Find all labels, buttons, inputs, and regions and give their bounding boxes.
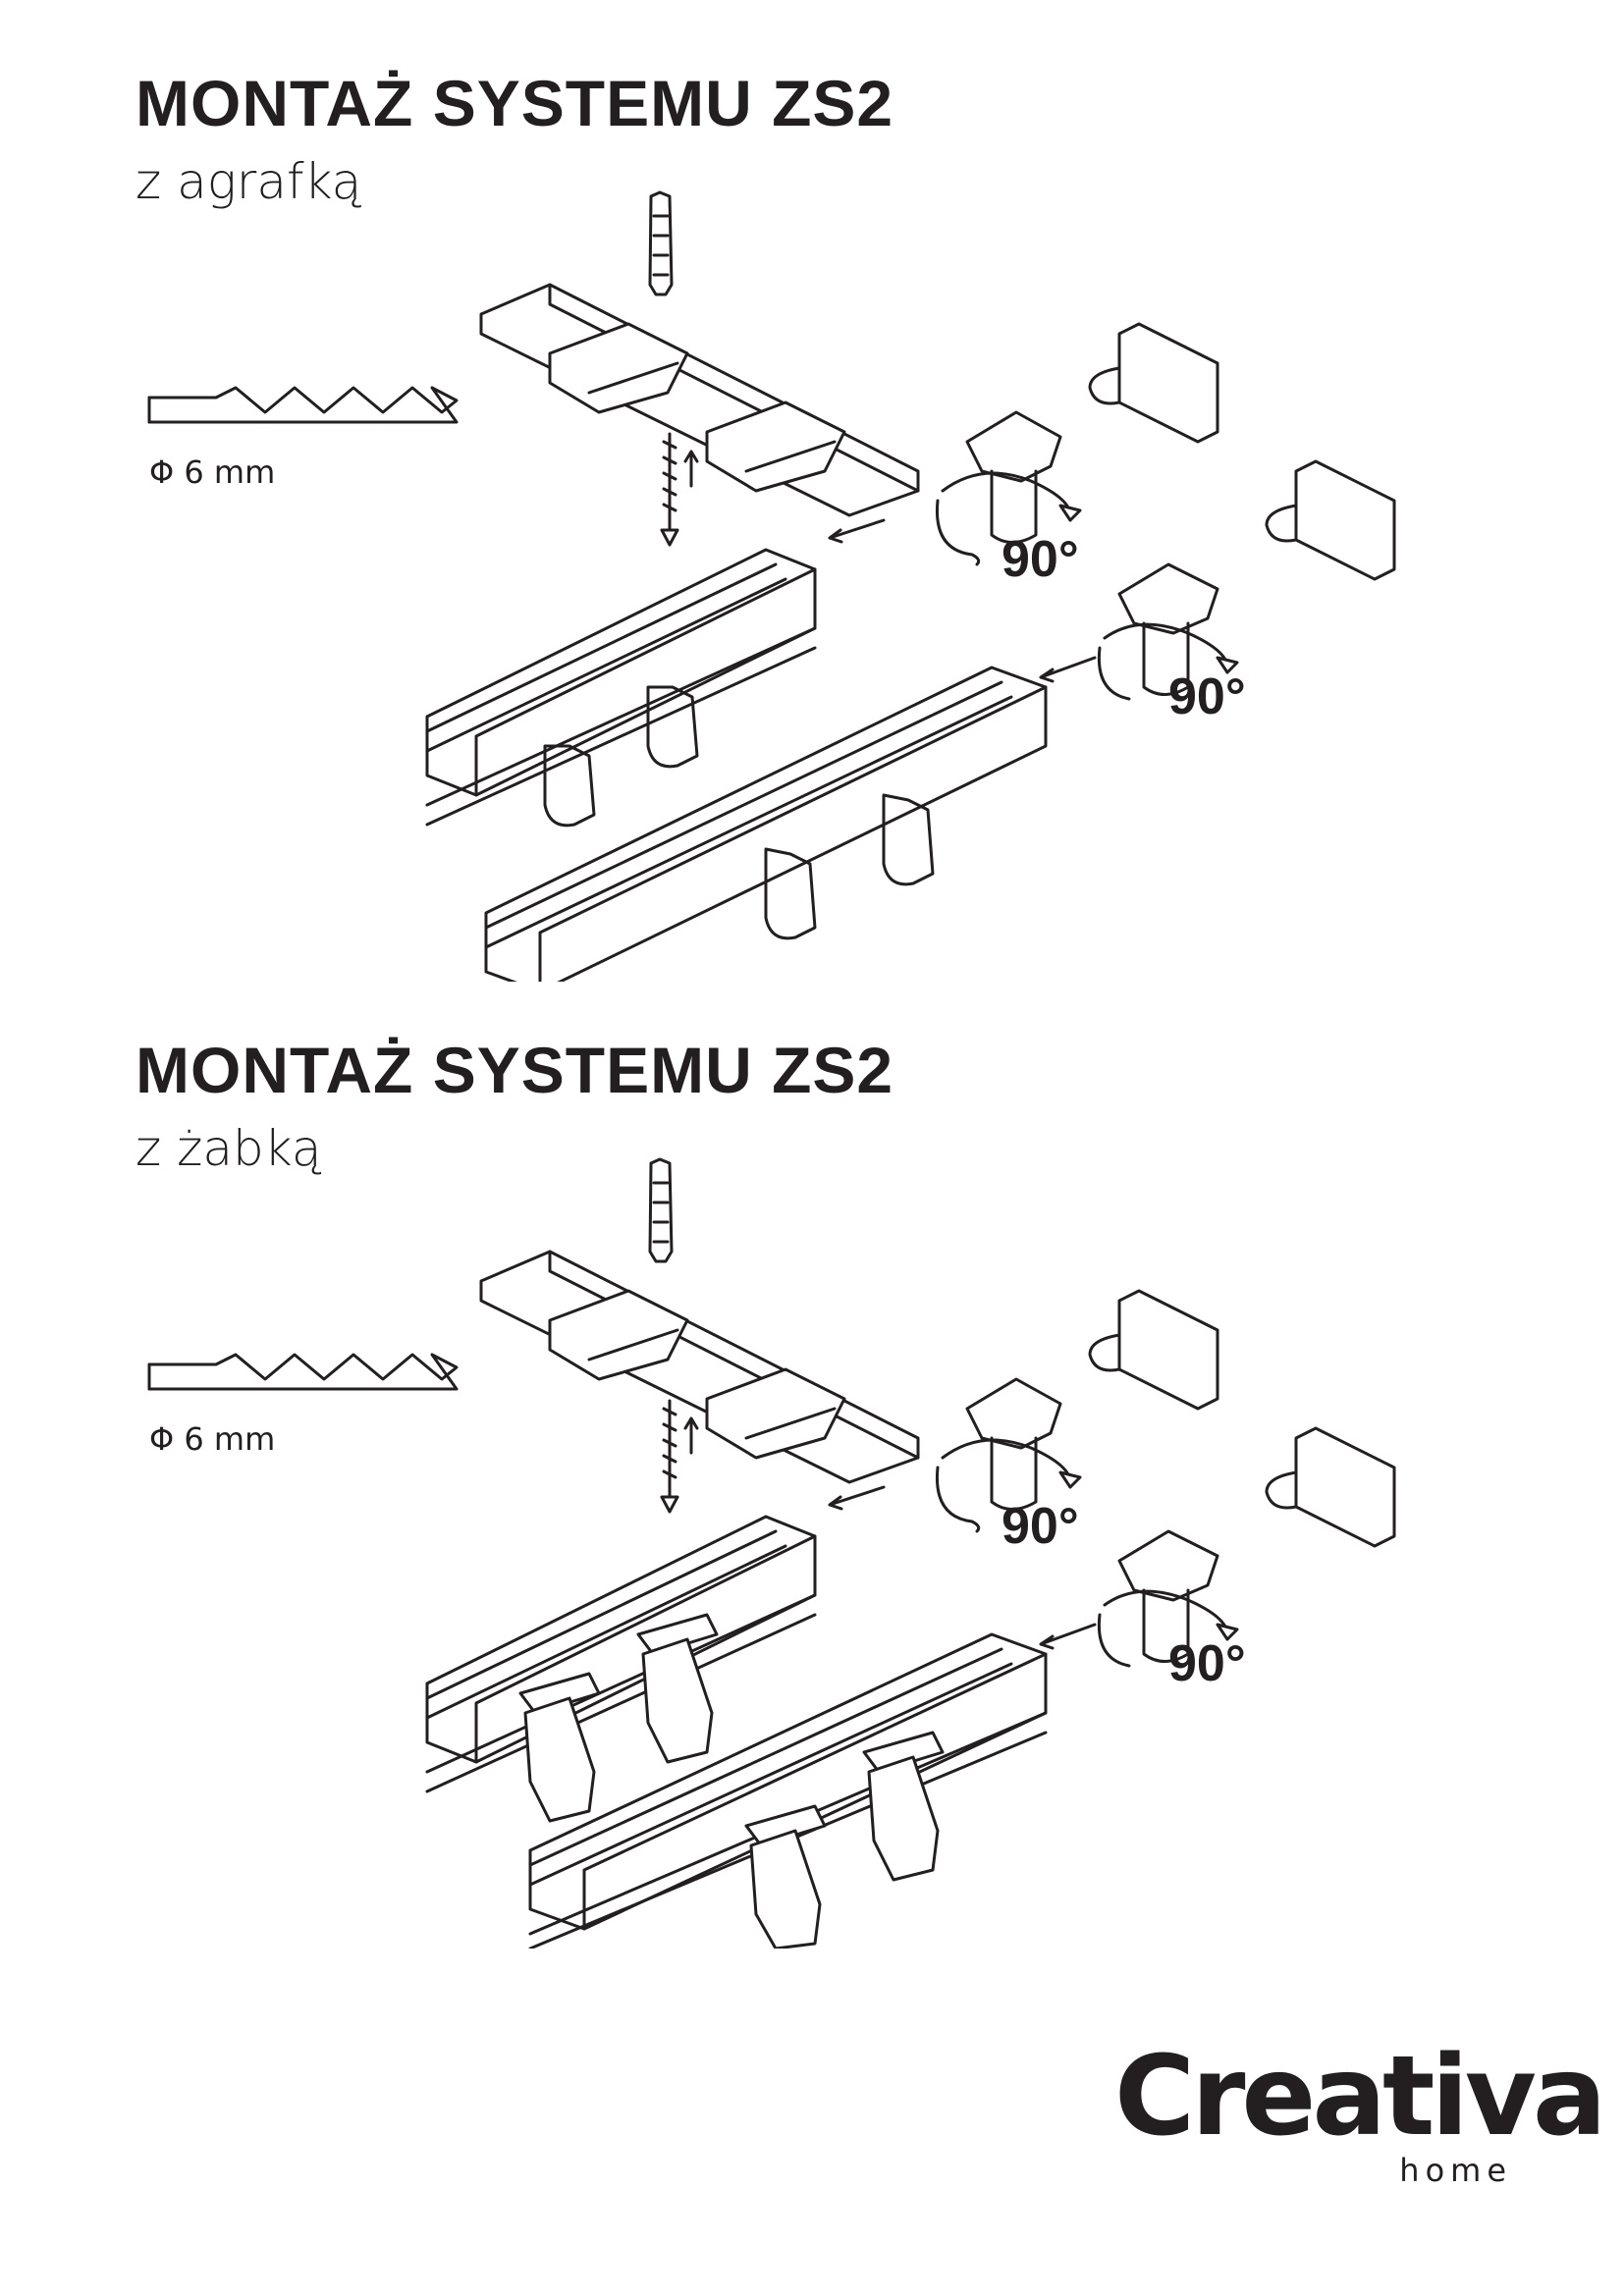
agrafka-hook-icon: [543, 685, 935, 940]
direction-arrow-icon: [1039, 656, 1097, 683]
direction-arrow-icon: [1039, 1623, 1097, 1650]
end-cap-icon: [1088, 322, 1219, 444]
carrier-icon: [935, 1377, 1082, 1533]
end-cap-icon: [1265, 459, 1396, 581]
section-agrafka: MONTAŻ SYSTEMU ZS2 z agrafką: [0, 0, 1624, 982]
rotation-angle-label: 90°: [1001, 531, 1079, 588]
wall-plug-icon: [648, 190, 674, 296]
rail-icon: [484, 666, 1048, 982]
rotation-angle-label: 90°: [1168, 1635, 1246, 1692]
screw-icon: [660, 1399, 699, 1514]
screw-icon: [660, 432, 699, 547]
carrier-icon: [1097, 562, 1239, 701]
drill-diameter-label: Φ 6 mm: [149, 454, 276, 491]
carrier-icon: [935, 410, 1082, 566]
brand-subtitle: home: [1399, 2152, 1512, 2189]
end-cap-icon: [1265, 1426, 1396, 1548]
drill-bit-icon: [147, 1353, 459, 1391]
wall-plug-icon: [648, 1157, 674, 1263]
assembly-diagram: [147, 190, 1396, 982]
section-subtitle: z agrafką: [135, 153, 362, 210]
section-title: MONTAŻ SYSTEMU ZS2: [135, 67, 894, 139]
drill-diameter-label: Φ 6 mm: [149, 1420, 276, 1458]
brand-logo: Creativa home: [1114, 2042, 1606, 2189]
carrier-icon: [1097, 1529, 1239, 1668]
end-cap-icon: [1088, 1289, 1219, 1411]
brand-name: Creativa: [1114, 2033, 1606, 2161]
direction-arrow-icon: [828, 518, 886, 544]
rotation-angle-label: 90°: [1001, 1498, 1079, 1555]
ceiling-bracket-icon: [479, 283, 920, 517]
assembly-diagram: [147, 1157, 1396, 1949]
section-zabka: MONTAŻ SYSTEMU ZS2 z żabką: [0, 967, 1624, 1949]
ceiling-bracket-icon: [479, 1250, 920, 1484]
rotation-angle-label: 90°: [1168, 668, 1246, 725]
rail-icon: [425, 548, 817, 827]
drill-bit-icon: [147, 386, 459, 424]
section-subtitle: z żabką: [135, 1120, 322, 1177]
clip-hook-icon: [518, 1613, 945, 1949]
section-title: MONTAŻ SYSTEMU ZS2: [135, 1034, 894, 1106]
direction-arrow-icon: [828, 1485, 886, 1511]
